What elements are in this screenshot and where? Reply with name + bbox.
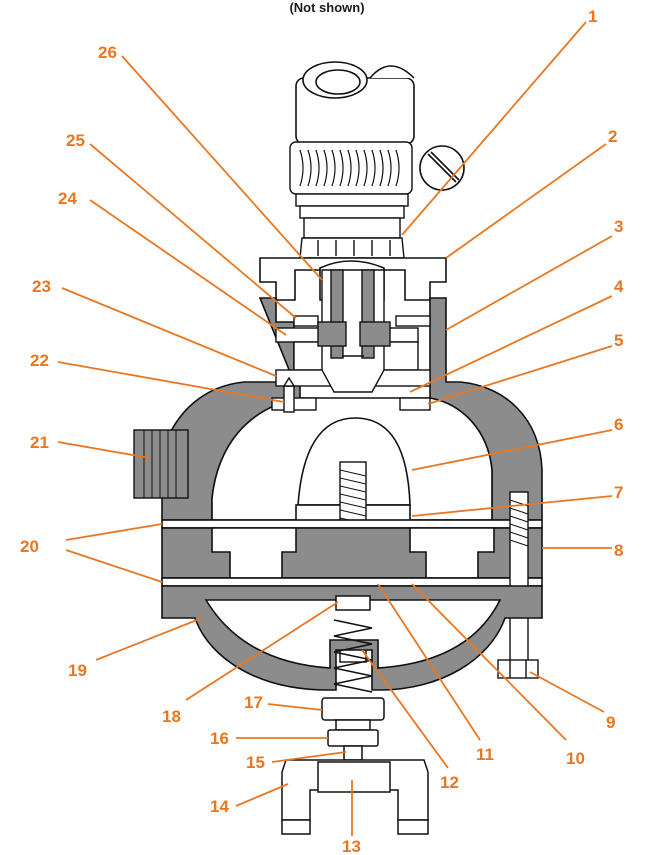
knurled-collar [289, 141, 413, 195]
callout-6: 6 [614, 415, 623, 434]
callout-19: 19 [68, 661, 87, 680]
callout-14: 14 [210, 797, 229, 816]
leader-23 [61, 287, 277, 377]
leader-lines [57, 21, 613, 836]
leader-26 [121, 55, 323, 281]
actuator-cylinder [295, 61, 415, 145]
inlet-fitting [133, 429, 189, 499]
leader-19 [95, 617, 203, 661]
leader-21 [57, 441, 151, 459]
callout-21: 21 [30, 433, 49, 452]
neck-adapter [295, 193, 409, 259]
callout-1: 1 [588, 7, 597, 26]
leader-22 [57, 361, 285, 403]
leader-10 [411, 583, 567, 741]
leader-7 [411, 495, 613, 517]
leader-20a [65, 523, 163, 541]
leader-18 [185, 601, 339, 701]
callout-22: 22 [30, 351, 49, 370]
leader-6 [411, 429, 613, 471]
callout-11: 11 [476, 745, 494, 764]
callout-25: 25 [66, 131, 85, 150]
leader-2 [445, 143, 607, 259]
drain-fittings [281, 697, 429, 835]
leader-20b [65, 549, 163, 583]
leader-1 [401, 21, 587, 236]
caption-not-shown: (Not shown) [289, 0, 365, 15]
leader-15 [271, 751, 347, 763]
leader-9 [529, 671, 605, 713]
tie-bolt [497, 491, 539, 679]
leader-4 [409, 295, 613, 393]
callout-23: 23 [32, 277, 51, 296]
callout-17: 17 [244, 693, 263, 712]
callout-16: 16 [210, 729, 229, 748]
adjusting-screw [419, 145, 465, 191]
leader-3 [445, 235, 613, 331]
callout-26: 26 [98, 43, 117, 62]
callout-15: 15 [246, 753, 265, 772]
callout-13: 13 [342, 837, 361, 855]
callout-3: 3 [614, 217, 623, 236]
callout-labels: 1 2 3 4 5 6 7 8 9 10 11 12 13 14 15 16 1… [20, 7, 624, 855]
callout-2: 2 [608, 127, 617, 146]
leader-17 [267, 703, 323, 711]
packing-stack [275, 269, 431, 393]
callout-18: 18 [162, 707, 181, 726]
callout-9: 9 [606, 713, 615, 732]
leader-25 [89, 143, 297, 319]
leader-11 [377, 583, 481, 741]
callout-24: 24 [58, 189, 77, 208]
leader-5 [427, 345, 613, 405]
leader-14 [235, 783, 289, 807]
flange-plates [161, 519, 543, 587]
callout-8: 8 [614, 541, 623, 560]
callout-7: 7 [614, 483, 623, 502]
callout-4: 4 [614, 277, 624, 296]
callout-20: 20 [20, 537, 39, 556]
callout-12: 12 [440, 773, 459, 792]
callout-5: 5 [614, 331, 623, 350]
lower-housing [161, 585, 543, 691]
leader-24 [89, 199, 287, 336]
callout-10: 10 [566, 749, 585, 768]
leader-12 [361, 649, 449, 769]
